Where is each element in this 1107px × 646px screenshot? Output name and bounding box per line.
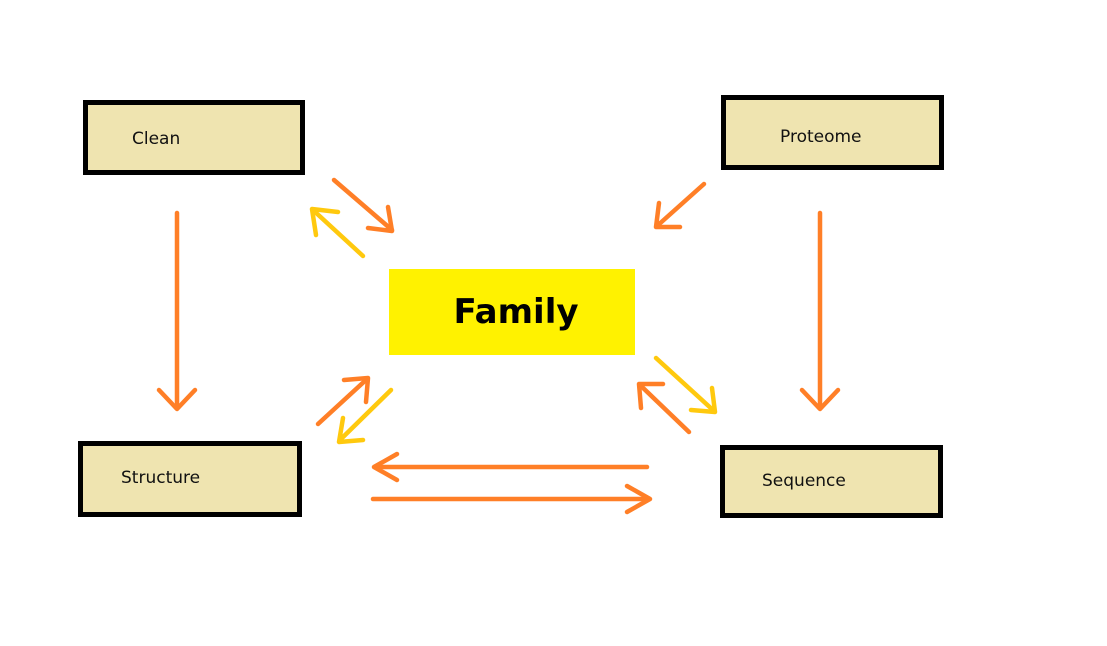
node-proteome: Proteome <box>721 95 944 170</box>
arrow-sequence-to-structure <box>371 451 650 483</box>
arrow-proteome-to-family <box>653 181 707 230</box>
arrow-family-to-sequence <box>653 355 718 415</box>
node-sequence-label: Sequence <box>762 471 846 491</box>
arrow-clean-to-structure <box>156 210 198 412</box>
node-clean: Clean <box>83 100 305 175</box>
node-structure-label: Structure <box>121 468 201 488</box>
arrow-family-to-clean <box>309 206 366 259</box>
node-clean-label: Clean <box>132 129 181 149</box>
arrow-structure-to-sequence <box>370 483 653 515</box>
node-family-label: Family <box>453 292 579 332</box>
node-sequence: Sequence <box>720 445 943 518</box>
arrow-proteome-to-sequence <box>799 210 841 412</box>
arrow-structure-to-family <box>315 375 371 427</box>
node-structure: Structure <box>78 441 302 517</box>
node-family: Family <box>389 269 635 355</box>
node-proteome-label: Proteome <box>780 127 862 147</box>
arrow-family-to-structure <box>336 387 394 445</box>
arrow-sequence-to-family <box>636 381 692 435</box>
arrow-clean-to-family <box>331 177 395 234</box>
